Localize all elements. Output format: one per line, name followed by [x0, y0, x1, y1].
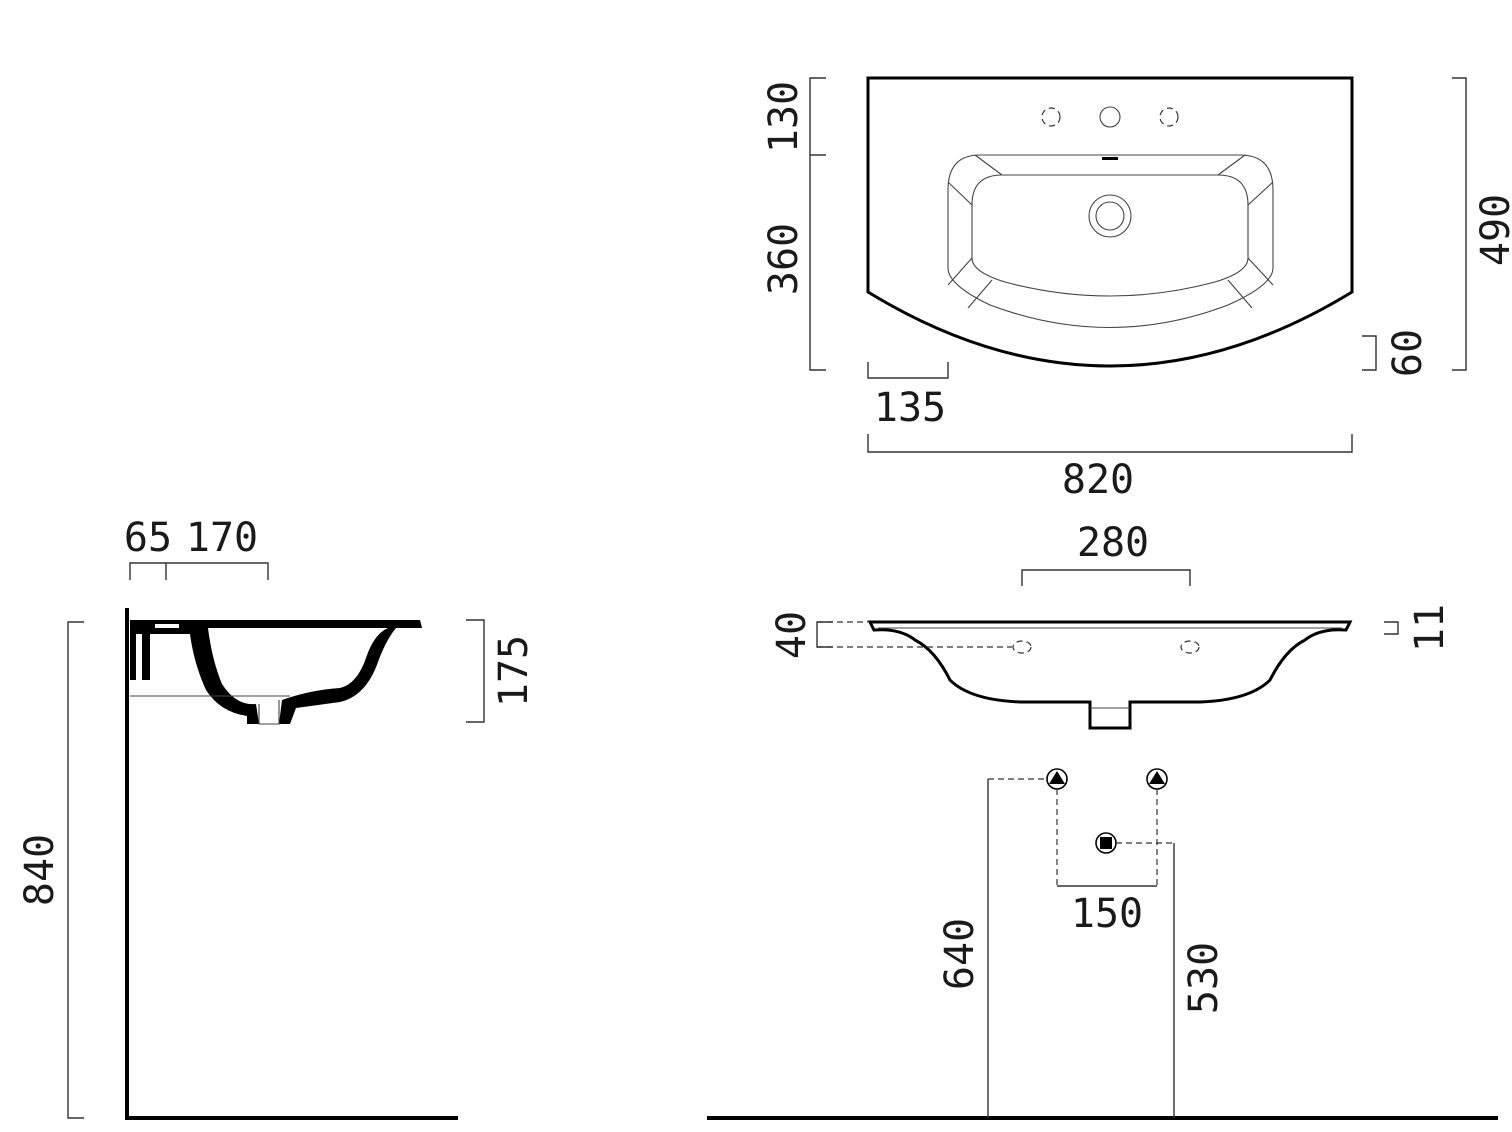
side-section-view: 65 170 175 840: [17, 515, 537, 1120]
overflow-slot-icon: [1102, 157, 1118, 160]
dimension-line: [129, 562, 269, 580]
top-view: 130 360 490 60 135 820: [761, 76, 1512, 503]
bowl-facet-line: [1217, 154, 1246, 176]
overflow-hole-hidden-icon: [1012, 640, 1032, 654]
basin-front-profile: [867, 620, 1353, 730]
dimension-line: [1021, 569, 1191, 586]
tap-hole-icon: [1099, 106, 1121, 128]
dimension-line: [466, 619, 485, 723]
supply-left-icon: [1046, 768, 1068, 790]
dim-supply-height: 640: [937, 918, 983, 990]
plumbing-layout: 150 640 530: [707, 768, 1498, 1120]
bowl-facet-line: [947, 257, 973, 286]
dim-waste-spacing: 280: [1077, 520, 1149, 566]
dimension-line: [867, 434, 1353, 453]
bowl-facet-line: [967, 279, 993, 309]
dim-mount-height: 840: [17, 834, 63, 906]
dim-corner-width: 135: [874, 385, 946, 431]
dim-front-ledge: 130: [761, 81, 807, 153]
bowl-facet-line: [1227, 279, 1253, 309]
bowl-inner-edge: [971, 174, 1249, 297]
drain-inner-icon: [1095, 201, 1125, 231]
dim-back-rim: 65: [124, 515, 172, 561]
dim-arc-rise: 60: [1385, 329, 1431, 377]
tap-hole-optional-icon: [1159, 107, 1179, 127]
overflow-hole-hidden-icon: [1180, 640, 1200, 654]
dimension-line: [1452, 77, 1467, 371]
front-view: 280 40 11: [769, 520, 1453, 730]
dim-rim-thickness: 40: [769, 611, 815, 659]
waste-outlet: [258, 700, 280, 725]
bowl-outer-edge: [947, 154, 1274, 329]
bowl-facet-line: [1247, 257, 1274, 286]
tap-hole-optional-icon: [1041, 107, 1061, 127]
basin-top-outline: [866, 76, 1354, 368]
dim-bowl-depth: 360: [761, 223, 807, 295]
basin-section-profile: [130, 620, 422, 724]
supply-right-icon: [1146, 768, 1168, 790]
dimension-line: [816, 621, 833, 648]
bowl-facet-line: [974, 154, 1003, 176]
dimension-line: [67, 621, 84, 1119]
back-rim-insert: [155, 624, 179, 628]
dimension-line: [1362, 335, 1377, 371]
dim-basin-height: 175: [491, 635, 537, 707]
waste-connection-icon: [1095, 832, 1117, 854]
bowl-facet-line: [947, 181, 973, 206]
dim-waste-height: 530: [1181, 942, 1227, 1014]
dim-supply-spacing: 150: [1071, 891, 1143, 937]
dim-total-depth: 490: [1473, 194, 1512, 266]
dim-tap-offset: 170: [186, 515, 258, 561]
drain-outer-icon: [1088, 194, 1132, 238]
dimension-line: [1384, 621, 1399, 635]
dim-total-width: 820: [1062, 457, 1134, 503]
dim-edge-thickness: 11: [1407, 604, 1453, 652]
bowl-facet-line: [1247, 181, 1274, 206]
dimension-line: [809, 77, 826, 371]
dimension-line: [867, 362, 949, 379]
